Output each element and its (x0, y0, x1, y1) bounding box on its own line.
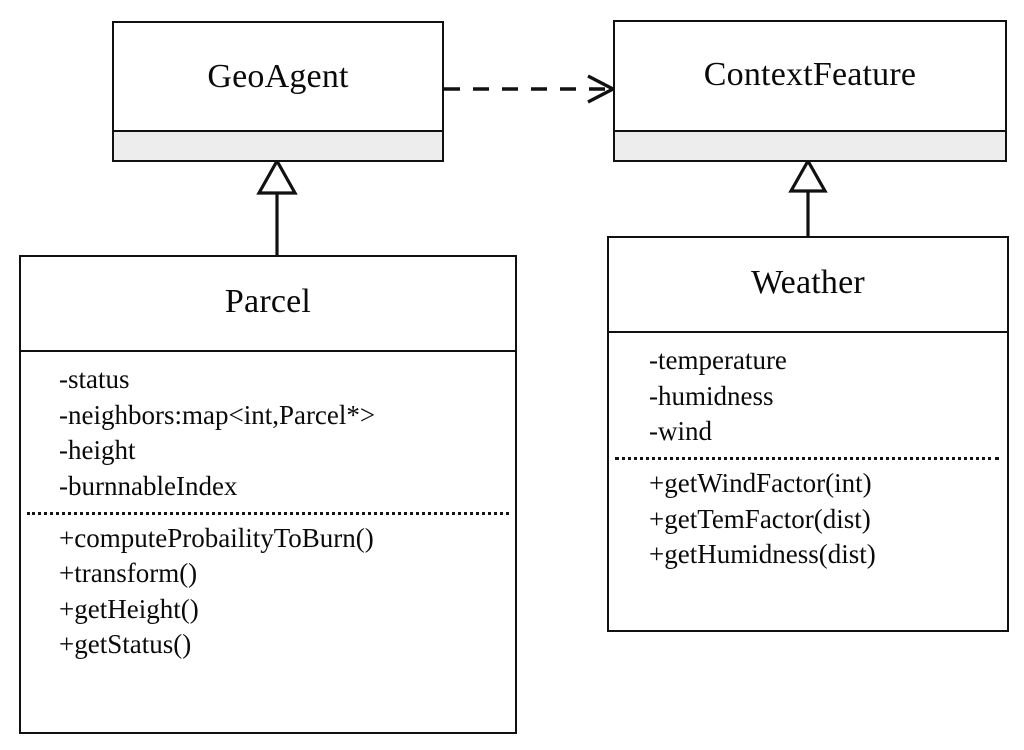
class-box-contextfeature[interactable]: ContextFeature (613, 20, 1007, 162)
attribute-row: -wind (649, 416, 712, 447)
class-name-parcel: Parcel (224, 283, 312, 320)
operation-row: +getHumidness(dist) (649, 539, 876, 570)
operation-row: +getTemFactor(dist) (649, 503, 871, 534)
generalization-weather-to-contextfeature (788, 157, 828, 236)
dependency-geoagent-to-contextfeature (444, 74, 617, 104)
operation-row: +computeProbailityToBurn() (59, 522, 374, 553)
operation-row: +getWindFactor(int) (649, 467, 872, 498)
attributes-compartment-parcel: -status -neighbors:map<int,Parcel*> -hei… (21, 352, 515, 505)
attributes-compartment-weather: -temperature -humidness -wind (609, 333, 1007, 450)
class-box-geoagent[interactable]: GeoAgent (112, 21, 444, 162)
attribute-row: -height (59, 435, 136, 466)
attribute-row: -burnnableIndex (59, 470, 238, 501)
operation-row: +getHeight() (59, 593, 199, 624)
class-name-geoagent: GeoAgent (207, 58, 349, 95)
compartment-divider-weather (609, 331, 1007, 333)
attribute-row: -neighbors:map<int,Parcel*> (59, 399, 376, 430)
hollow-triangle-arrowhead-geoagent (256, 157, 298, 195)
class-name-contextfeature: ContextFeature (703, 56, 917, 93)
class-box-parcel[interactable]: Parcel -status -neighbors:map<int,Parcel… (19, 255, 517, 734)
operations-compartment-parcel: +computeProbailityToBurn() +transform() … (21, 521, 515, 664)
operations-compartment-weather: +getWindFactor(int) +getTemFactor(dist) … (609, 466, 1007, 573)
attribute-operation-separator-parcel (27, 511, 509, 515)
attribute-operation-separator-weather (615, 456, 999, 460)
operation-row: +transform() (59, 558, 198, 589)
operation-row: +getStatus() (59, 629, 192, 660)
hollow-triangle-arrowhead-contextfeature (788, 157, 828, 193)
generalization-parcel-to-geoagent (256, 157, 298, 255)
attribute-row: -status (59, 364, 130, 394)
class-shaded-compartment-contextfeature (615, 130, 1005, 160)
class-shaded-compartment-geoagent (114, 130, 442, 160)
class-name-weather: Weather (751, 264, 865, 301)
attribute-row: -humidness (649, 380, 774, 411)
attribute-row: -temperature (649, 345, 787, 375)
class-box-weather[interactable]: Weather -temperature -humidness -wind +g… (607, 236, 1009, 632)
compartment-divider-parcel (21, 350, 515, 352)
